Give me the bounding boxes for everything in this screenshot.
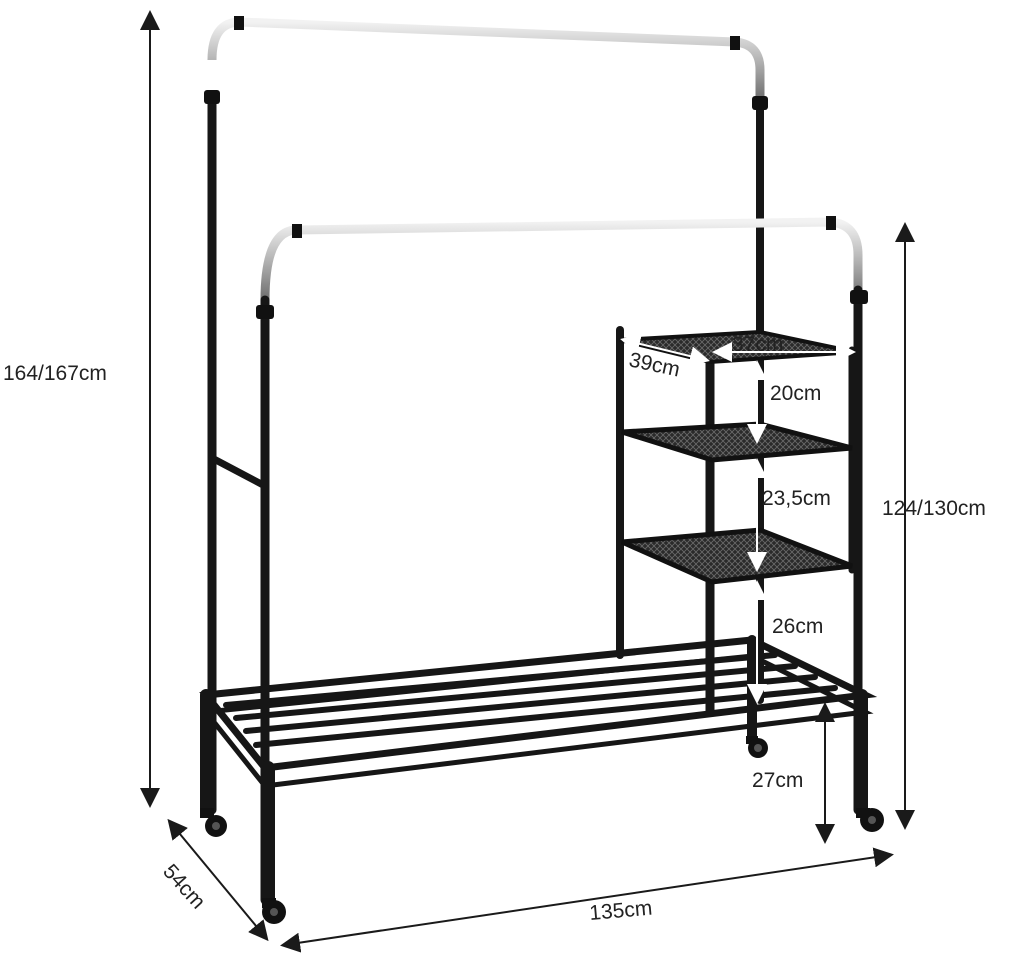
rear-top-cap-left xyxy=(234,16,244,30)
gap-middle-label: 23,5cm xyxy=(762,487,831,510)
caster-rear-left xyxy=(200,808,227,837)
front-left-connector xyxy=(256,305,274,319)
rear-top-cap-right xyxy=(730,36,740,50)
gap-top-label: 20cm xyxy=(770,382,821,405)
caster-rear-right xyxy=(746,736,768,758)
depth-label: 54cm xyxy=(158,860,209,914)
base-slat xyxy=(243,674,818,734)
shelf-depth-arrow xyxy=(620,334,710,366)
caster-front-left xyxy=(262,898,286,924)
total-height-label: 164/167cm xyxy=(3,362,107,385)
rear-side-brace xyxy=(208,454,269,490)
front-top-cap-right xyxy=(826,216,836,230)
shelf-width-label: 37cm xyxy=(732,333,783,356)
mesh-shelf-lower xyxy=(620,527,853,585)
gap-bottom-label: 26cm xyxy=(772,615,823,638)
base-height-label: 27cm xyxy=(752,769,803,792)
front-height-label: 124/130cm xyxy=(882,497,986,520)
base-slat xyxy=(253,685,838,748)
rear-left-connector xyxy=(204,90,220,104)
depth-arrow xyxy=(167,818,269,942)
caster-front-right xyxy=(856,808,884,832)
base-slat xyxy=(223,652,778,708)
base-slat xyxy=(233,663,798,721)
front-top-rail xyxy=(260,217,863,301)
width-arrow xyxy=(280,847,894,953)
front-right-connector xyxy=(850,290,868,304)
width-label: 135cm xyxy=(588,897,653,925)
rear-top-rail xyxy=(207,17,765,100)
mesh-shelf-middle xyxy=(621,421,853,463)
dimension-annotations: 164/167cm 124/130cm 135cm 54cm 27cm 20cm… xyxy=(3,10,986,953)
front-top-cap-left xyxy=(292,224,302,238)
bottom-shoe-rack xyxy=(199,635,878,907)
rear-right-connector xyxy=(752,96,768,110)
